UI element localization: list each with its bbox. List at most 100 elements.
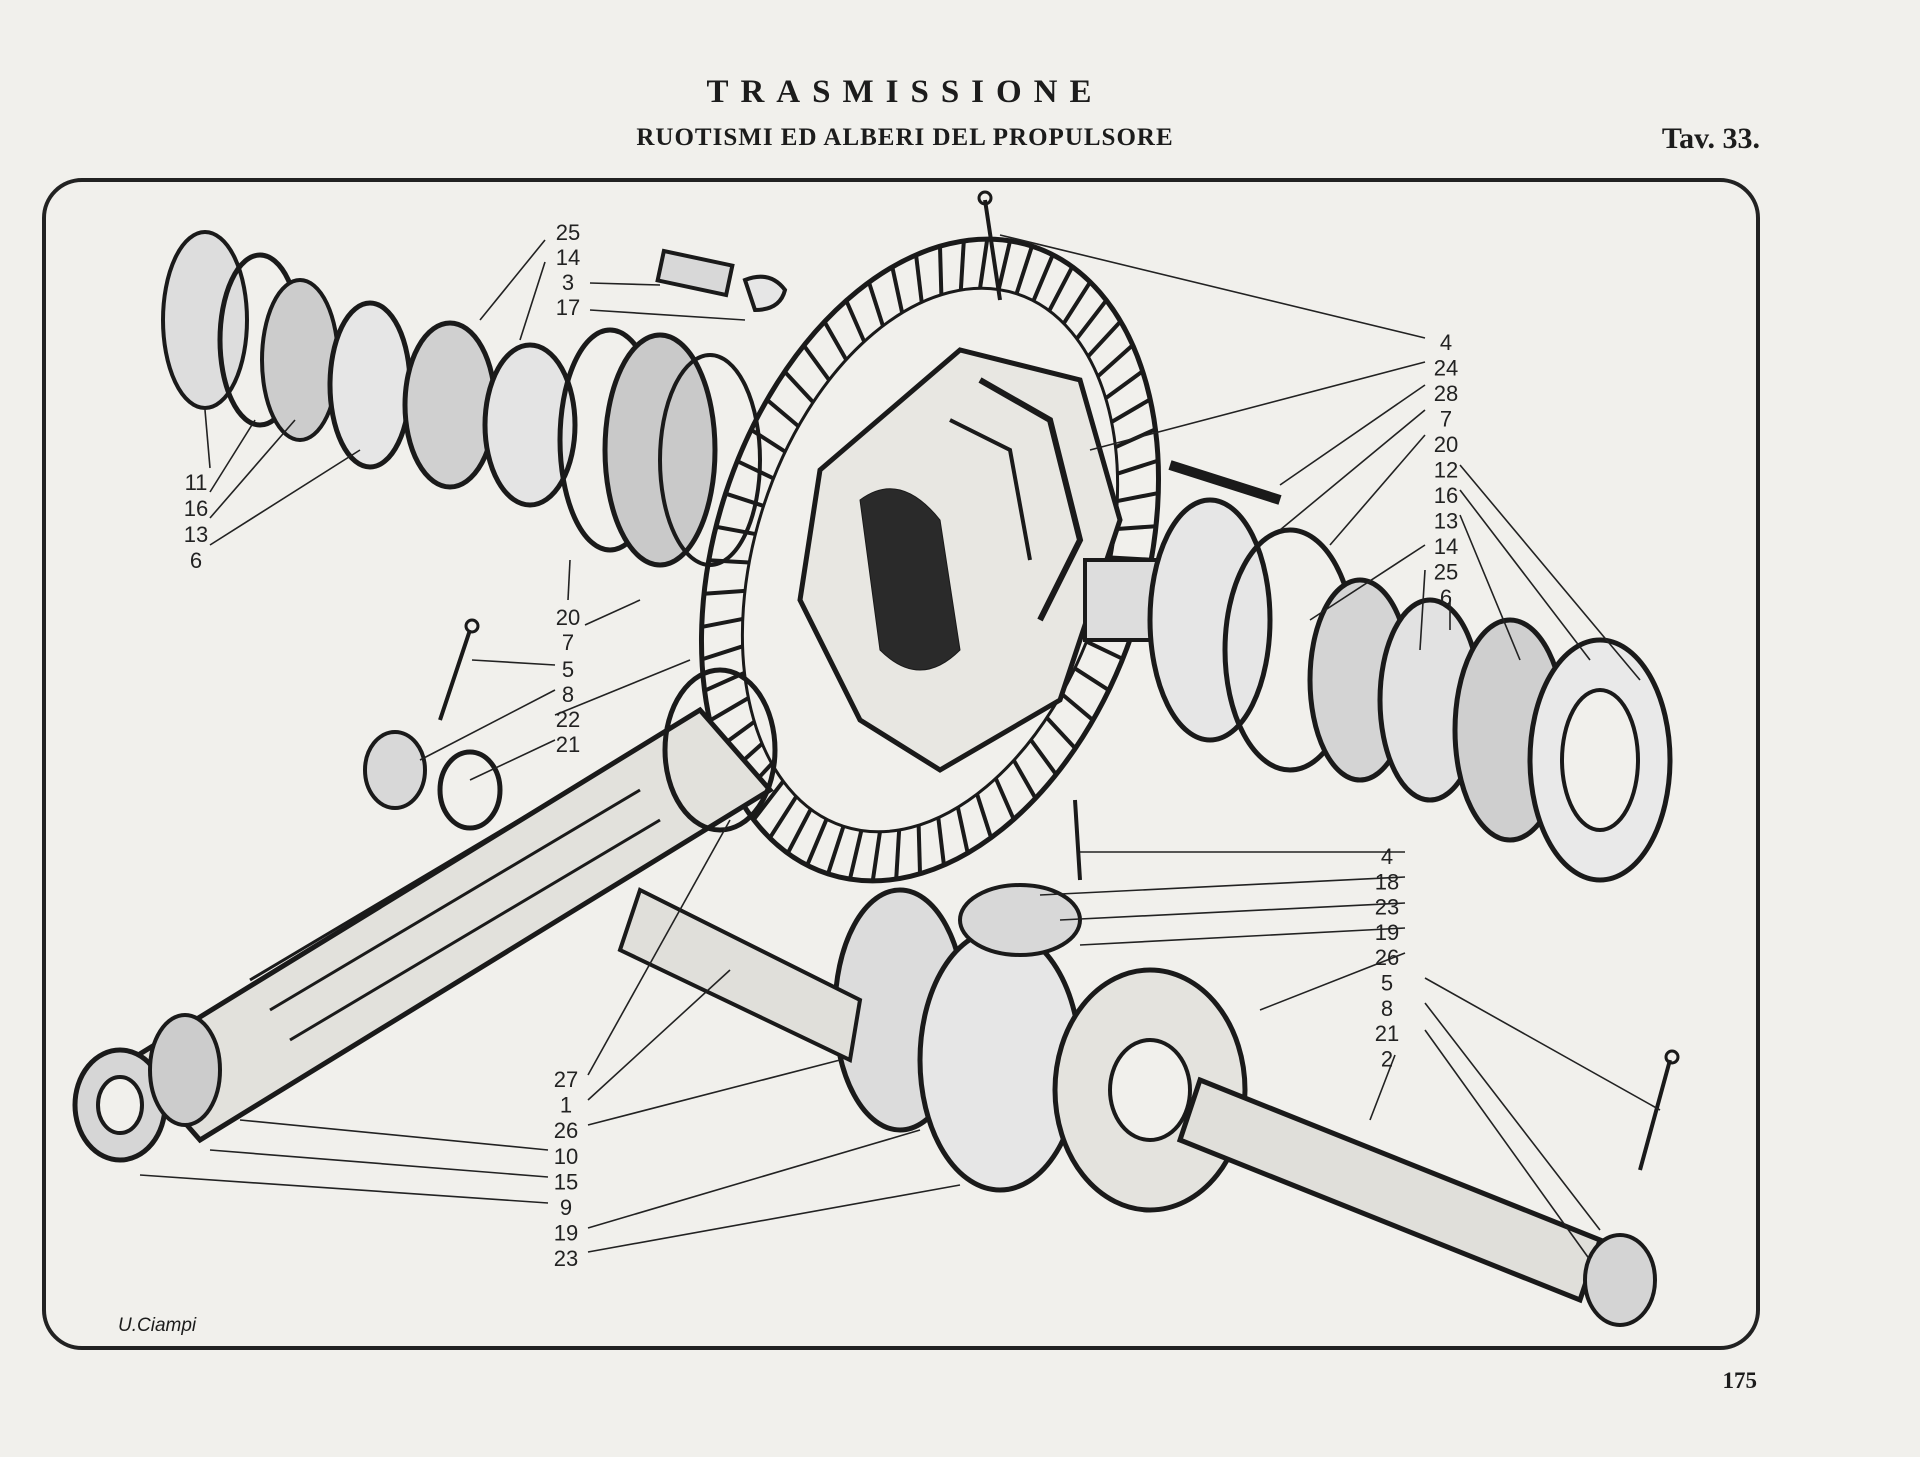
callout-bottom_left-3: 10: [554, 1144, 578, 1169]
gear-tooth: [785, 808, 813, 855]
callout-left_group-3: 6: [190, 548, 202, 573]
gear-tooth: [993, 777, 1016, 821]
pinion-shaft: [72, 667, 778, 1163]
leader-lines: [139, 234, 1661, 1261]
gear-tooth: [1096, 343, 1135, 378]
callout-top_left-2: 3: [562, 270, 574, 295]
gear-tooth: [916, 825, 923, 874]
page-number: 175: [1722, 1368, 1758, 1393]
gear-tooth: [890, 266, 905, 314]
gear-tooth: [708, 558, 750, 565]
gear-tooth: [894, 829, 902, 880]
gear-tooth: [701, 616, 744, 629]
gear-tooth: [768, 795, 798, 840]
gear-tooth: [844, 299, 867, 343]
gear-tooth: [936, 817, 946, 866]
callout-bottom_left-5: 9: [560, 1195, 572, 1220]
gear-tooth: [701, 644, 744, 662]
gear-tooth: [752, 780, 785, 821]
gear-tooth: [955, 806, 970, 854]
callout-bottom_left-7: 23: [554, 1246, 578, 1271]
gear-tooth: [703, 588, 746, 596]
differential-housing: [797, 347, 1123, 773]
gear-tooth: [958, 240, 966, 291]
gear-tooth: [1104, 369, 1144, 400]
gear-tooth: [848, 830, 864, 880]
callout-bottom_left-2: 26: [554, 1118, 578, 1143]
gear-tooth: [867, 281, 885, 327]
page-title: TRASMISSIONE: [706, 74, 1104, 110]
callout-bottom_left-1: 1: [560, 1093, 572, 1118]
gear-tooth: [1116, 458, 1159, 476]
gear-tooth: [1114, 524, 1157, 532]
gear-tooth: [1029, 738, 1058, 776]
callout-right_lower-2: 23: [1375, 895, 1399, 920]
callout-bottom_left-6: 19: [554, 1221, 578, 1246]
gear-tooth: [750, 428, 787, 454]
callout-right_upper-5: 12: [1434, 458, 1458, 483]
loose-parts: [363, 190, 1680, 1171]
callout-top_left-0: 25: [556, 220, 580, 245]
gear-tooth: [1014, 245, 1034, 295]
illustration-frame: [42, 178, 1760, 1350]
gear-tooth: [1045, 716, 1077, 750]
gear-tooth: [1073, 666, 1110, 692]
callout-right_lower-0: 4: [1381, 844, 1393, 869]
gear-tooth: [1012, 759, 1038, 800]
callout-right_upper-8: 14: [1434, 534, 1458, 559]
gear-tooth: [765, 398, 800, 428]
gear-tooth: [708, 696, 750, 723]
callout-pin_group-3: 21: [556, 732, 580, 757]
callout-right_lower-7: 21: [1375, 1021, 1399, 1046]
callout-top_left-1: 14: [556, 245, 580, 270]
callout-right_upper-1: 24: [1434, 356, 1458, 381]
left-bearing-stack: [161, 230, 762, 568]
callout-right_upper-6: 16: [1434, 483, 1458, 508]
callout-left_group-1: 16: [184, 496, 208, 521]
callout-right_upper-0: 4: [1440, 330, 1452, 355]
callout-right_lower-1: 18: [1375, 869, 1399, 894]
callout-bottom_left-0: 27: [554, 1067, 578, 1092]
callout-right_lower-8: 2: [1381, 1046, 1393, 1071]
gear-tooth: [870, 831, 882, 882]
gear-tooth: [1086, 320, 1123, 358]
callout-left_group-2: 13: [184, 522, 208, 547]
gear-tooth: [805, 818, 829, 866]
plate-number: Tav. 33.: [1661, 122, 1760, 155]
differential-gears: [617, 883, 1657, 1327]
callout-right_upper-9: 25: [1434, 560, 1458, 585]
callout-right_upper-4: 20: [1434, 432, 1458, 457]
gear-tooth: [996, 240, 1012, 290]
callout-right_lower-5: 5: [1381, 971, 1393, 996]
callout-labels: 2514317111613620758222142428720121613142…: [184, 220, 1458, 1271]
callout-pin_group-0: 5: [562, 657, 574, 682]
gear-tooth: [715, 524, 756, 537]
gear-tooth: [937, 246, 944, 295]
gear-tooth: [822, 320, 848, 361]
gear-tooth: [1110, 397, 1152, 424]
callout-pin_group-2: 22: [556, 707, 580, 732]
callout-right_upper-3: 7: [1440, 407, 1452, 432]
gear-tooth: [1047, 265, 1075, 312]
callout-right_upper-7: 13: [1434, 509, 1458, 534]
gear-tooth: [736, 459, 775, 481]
page-subtitle: RUOTISMI ED ALBERI DEL PROPULSORE: [636, 124, 1174, 151]
upper-shaft-assembly: [161, 230, 1673, 883]
callout-right_upper-10: 6: [1440, 585, 1452, 610]
gear-tooth: [914, 254, 924, 303]
gear-tooth: [1062, 280, 1092, 325]
right-bearing-stack: [1083, 497, 1673, 883]
callout-left_group-0: 11: [185, 470, 208, 495]
gear-tooth: [1116, 491, 1159, 504]
gear-tooth: [1075, 299, 1108, 340]
gear-tooth: [826, 825, 846, 875]
callout-right_upper-2: 28: [1434, 381, 1458, 406]
gear-tooth: [783, 370, 815, 404]
gear-tooth: [1085, 639, 1124, 661]
callout-pin_group-1: 8: [562, 682, 574, 707]
callout-top_left-3: 17: [556, 295, 580, 320]
gear-tooth: [978, 238, 990, 289]
gear-tooth: [1031, 254, 1055, 302]
